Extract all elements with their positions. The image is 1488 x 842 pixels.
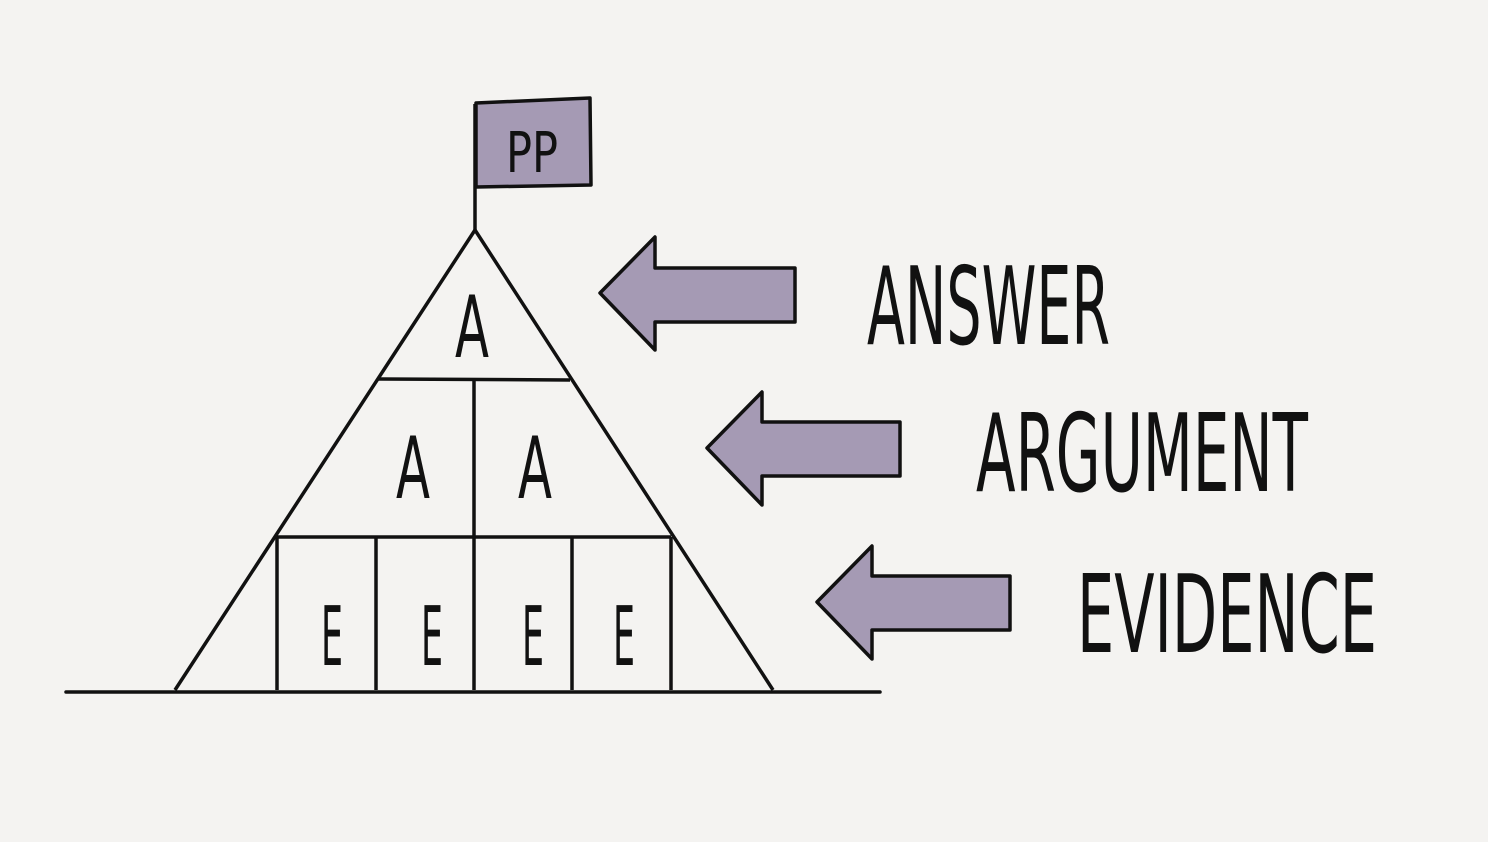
argument-tier-letter-left: A — [396, 419, 430, 519]
tier-divider-top — [377, 377, 571, 382]
evidence-arrow-icon — [815, 544, 1012, 661]
evidence-tier-letter-3: E — [522, 590, 544, 685]
evidence-tier-letter-2: E — [421, 590, 443, 685]
evidence-tier-letter-4: E — [613, 590, 635, 685]
answer-label: ANSWER — [867, 245, 1110, 370]
answer-tier-letter: A — [455, 278, 489, 378]
answer-arrow-icon — [598, 235, 797, 352]
flag-text: PP — [506, 121, 558, 186]
argument-tier-letter-right: A — [518, 419, 552, 519]
evidence-label: EVIDENCE — [1077, 553, 1377, 678]
evidence-tier-letter-1: E — [321, 590, 343, 685]
argument-label: ARGUMENT — [976, 392, 1309, 517]
flag — [474, 96, 593, 189]
argument-arrow-icon — [705, 390, 902, 507]
pyramid-outline — [173, 228, 775, 691]
